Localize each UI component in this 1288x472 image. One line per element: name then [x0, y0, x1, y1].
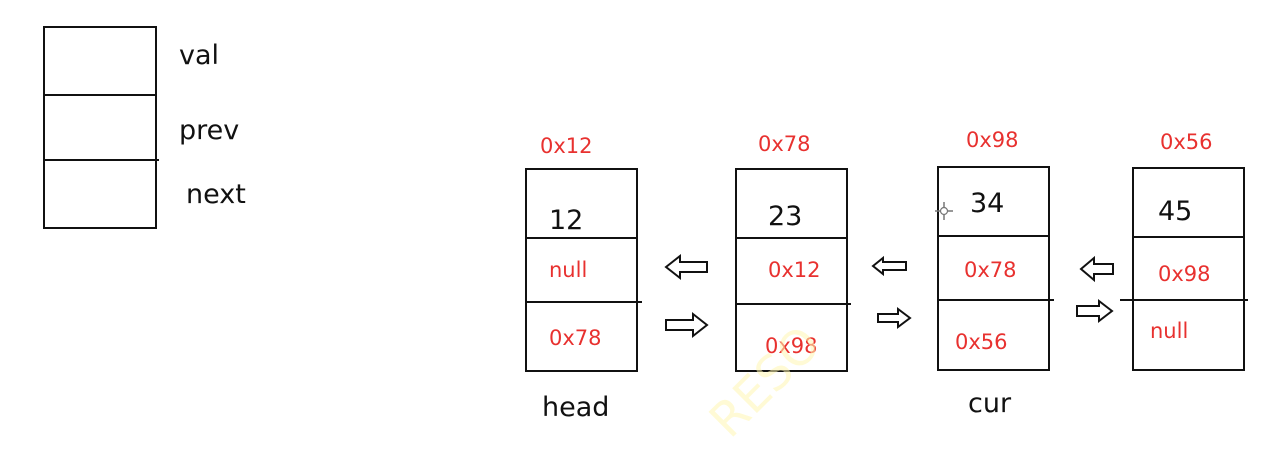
- node-4-prev: 0x98: [1158, 262, 1211, 286]
- node-3-box: [937, 166, 1050, 371]
- node-4-address: 0x56: [1160, 130, 1213, 154]
- list-node-4: 0x56 45 0x98 null: [1120, 130, 1248, 371]
- legend-field-next: next: [186, 179, 246, 210]
- node-1-value: 12: [549, 205, 583, 236]
- node-3-prev: 0x78: [964, 258, 1017, 282]
- node-4-value: 45: [1158, 196, 1192, 227]
- pointer-arrows: [664, 253, 1114, 339]
- node-1-next: 0x78: [549, 326, 602, 350]
- crosshair-cursor-icon: [935, 202, 953, 220]
- node-3-pointer-label: cur: [968, 388, 1012, 419]
- node-1-pointer-label: head: [542, 392, 609, 423]
- legend-field-prev: prev: [179, 115, 239, 146]
- node-1-address: 0x12: [540, 134, 593, 158]
- legend-field-val: val: [179, 40, 219, 71]
- node-3-next: 0x56: [955, 330, 1008, 354]
- hollow-right-arrow-icon: [877, 307, 912, 329]
- hollow-left-arrow-icon: [871, 255, 907, 277]
- hollow-left-arrow-icon: [664, 253, 708, 281]
- hollow-right-arrow-icon: [1076, 298, 1114, 324]
- node-2-prev: 0x12: [768, 258, 821, 282]
- node-3-value: 34: [970, 188, 1004, 219]
- node-1-prev: null: [549, 258, 587, 282]
- node-structure-legend: val prev next: [43, 26, 246, 229]
- node-4-next: null: [1150, 319, 1188, 343]
- node-2-next: 0x98: [765, 334, 818, 358]
- list-node-3: 0x98 34 0x78 0x56 cur: [937, 128, 1054, 419]
- list-node-2: 0x78 23 0x12 0x98: [735, 132, 851, 372]
- node-2-address: 0x78: [758, 132, 811, 156]
- node-4-box: [1132, 167, 1245, 371]
- node-3-address: 0x98: [966, 128, 1019, 152]
- hollow-right-arrow-icon: [665, 311, 709, 339]
- hollow-left-arrow-icon: [1079, 255, 1114, 283]
- node-1-box: [525, 168, 638, 372]
- node-2-value: 23: [768, 201, 802, 232]
- legend-node-box: [43, 26, 157, 229]
- node-2-box: [735, 168, 848, 372]
- list-node-1: 0x12 12 null 0x78 head: [525, 134, 642, 423]
